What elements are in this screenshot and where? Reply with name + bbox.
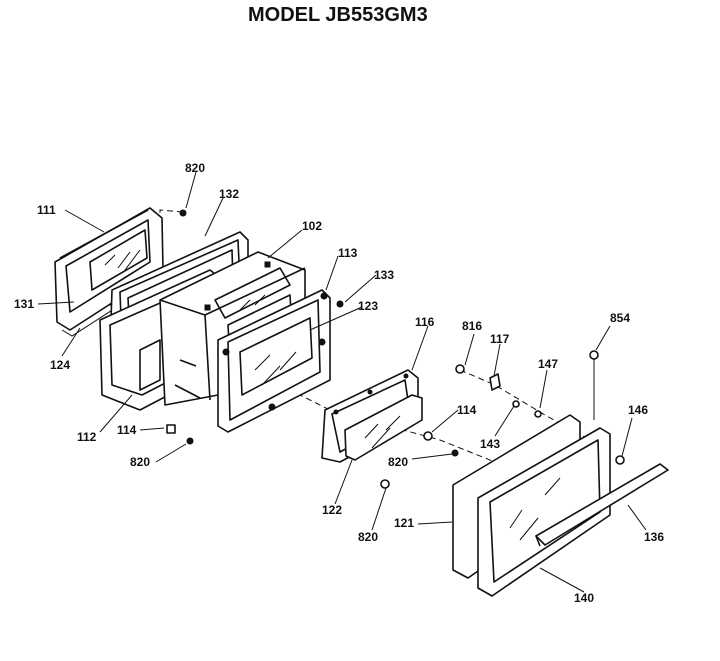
label-820-left: 820 (130, 455, 150, 469)
label-147: 147 (538, 357, 558, 371)
label-123: 123 (358, 299, 378, 313)
leader-lines (37, 171, 647, 593)
label-146: 146 (628, 403, 648, 417)
label-111: 111 (37, 203, 56, 217)
label-112: 112 (77, 430, 97, 444)
label-132: 132 (219, 187, 239, 201)
label-820-bottom: 820 (358, 530, 378, 544)
label-133: 133 (374, 268, 394, 282)
label-131: 131 (14, 297, 34, 311)
part-123-window-assembly (217, 289, 331, 433)
part-122-glass (344, 394, 423, 461)
label-140: 140 (574, 591, 594, 605)
label-820-mid: 820 (388, 455, 408, 469)
callout-labels: 820 132 111 102 113 133 123 131 124 116 … (14, 161, 664, 605)
label-114-right: 114 (457, 403, 477, 417)
label-116: 116 (415, 315, 435, 329)
label-121: 121 (394, 516, 414, 530)
label-820-top: 820 (185, 161, 205, 175)
label-854: 854 (610, 311, 630, 325)
label-122: 122 (322, 503, 342, 517)
label-117: 117 (490, 332, 510, 346)
label-124: 124 (50, 358, 70, 372)
part-136-door-handle (535, 463, 669, 547)
diagram-title: MODEL JB553GM3 (248, 4, 428, 26)
label-816: 816 (462, 319, 482, 333)
part-102-door-liner (159, 251, 306, 406)
label-102: 102 (302, 219, 322, 233)
label-113: 113 (338, 246, 358, 260)
label-136: 136 (644, 530, 664, 544)
label-114-left: 114 (117, 423, 137, 437)
hardware (166, 209, 625, 489)
label-143: 143 (480, 437, 500, 451)
